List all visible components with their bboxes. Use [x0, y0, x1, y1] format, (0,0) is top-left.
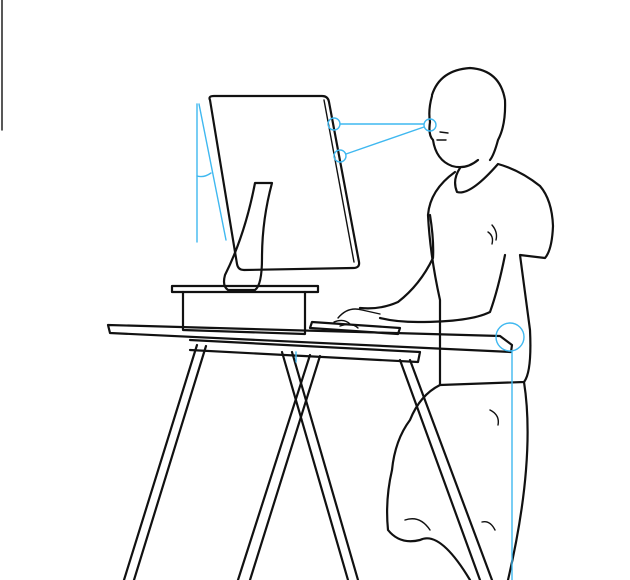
person-leg-front: [386, 383, 472, 580]
person-face: [428, 94, 480, 169]
eye-marker: [423, 118, 437, 132]
standing-desk: [106, 323, 514, 580]
monitor-tilt-guide: [196, 103, 227, 243]
elbow-marker: [495, 322, 525, 352]
elbow-height-guide: [295, 322, 525, 580]
eye-level-guide: [327, 117, 437, 163]
monitor-center-marker: [333, 149, 347, 163]
person-leg-back: [506, 380, 529, 580]
person-arm-right: [378, 253, 507, 324]
person: [333, 66, 555, 580]
monitor: [170, 94, 361, 294]
person-arm-left: [358, 213, 435, 310]
person-hair: [430, 66, 507, 162]
monitor-riser: [181, 290, 307, 336]
person-hands: [333, 308, 381, 329]
person-shirt: [426, 162, 555, 387]
monitor-base: [170, 284, 320, 294]
monitor-top-marker: [327, 117, 341, 131]
monitor-stand: [222, 181, 274, 292]
